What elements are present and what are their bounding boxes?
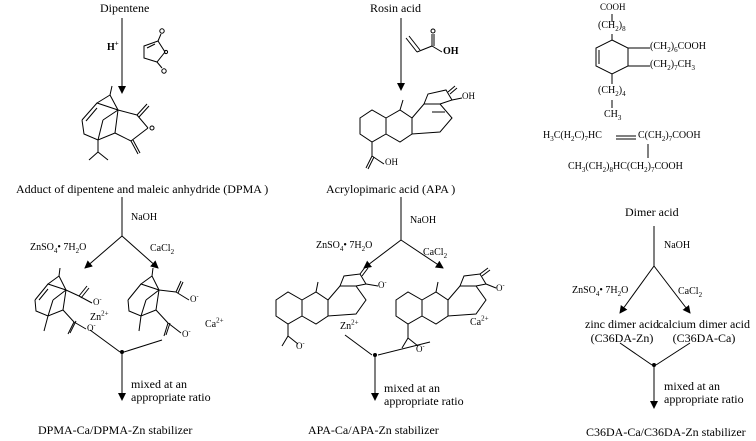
chain-d-ch3-label: CH3 [604, 109, 622, 122]
apa-oh-label-bottom: OH [385, 157, 398, 167]
ca-ion-label-2: Ca2+ [470, 314, 489, 328]
apa-oh-label-top: OH [462, 91, 475, 101]
rosin-acid-label: Rosin acid [370, 1, 421, 15]
h-plus-catalyst-label: H+ [107, 39, 119, 53]
merge-dot-1 [120, 350, 124, 354]
chain-b-label: (CH2)6COOH [650, 41, 706, 54]
merge-dot-3 [652, 363, 656, 367]
cacl2-label-3: CaCl2 [678, 286, 703, 299]
mix-label-1a: mixed at an [131, 377, 187, 391]
dpma-zn-salt-icon [34, 267, 93, 335]
merge-line-ca-3 [655, 342, 691, 366]
chain-a-label: (CH2)8 [598, 20, 626, 33]
merge-line-ca-1 [123, 339, 163, 353]
naoh-label-3: NaOH [664, 240, 691, 251]
dimer-acid-label: Dimer acid [625, 205, 679, 219]
dpma-product-label: DPMA-Ca/DPMA-Zn stabilizer [38, 423, 193, 437]
linear-left-label: H3C(H2C)7HC [543, 130, 602, 143]
apa-structure-icon [359, 85, 463, 170]
dipentene-label: Dipentene [100, 1, 150, 15]
merge-line-ca-2 [377, 341, 431, 356]
cacl2-label-2: CaCl2 [423, 247, 448, 260]
carboxylate-o-label-1c: O- [190, 293, 199, 304]
calcium-dimer-acid-label-1: calcium dimer acid [658, 317, 750, 331]
naoh-label-2: NaOH [410, 215, 437, 226]
arrow-to-zn-salt-2 [363, 239, 402, 269]
naoh-label-1: NaOH [131, 212, 158, 223]
ca-ion-label-1: Ca2+ [205, 316, 224, 330]
apa-o-label-2b: O- [296, 340, 305, 351]
merge-dot-2 [373, 353, 377, 357]
apa-o-label-2c: O- [496, 282, 505, 293]
merge-line-zn-3 [619, 342, 653, 366]
maleic-anhydride-icon [143, 28, 169, 74]
merge-line-zn-2 [344, 334, 373, 356]
dpma-structure-icon [81, 85, 155, 161]
dpma-intermediate-label: Adduct of dipentene and maleic anhydride… [16, 182, 269, 196]
mix-label-3a: mixed at an [664, 379, 720, 393]
carboxylate-o-label-1a: O- [93, 296, 102, 307]
mix-label-2b: appropriate ratio [384, 394, 464, 408]
chain-d-label: (CH2)4 [598, 85, 626, 98]
arrow-to-ca-salt-2 [400, 239, 444, 269]
apa-o-label-2d: O- [416, 343, 425, 354]
mix-label-3b: appropriate ratio [664, 392, 744, 406]
arrow-to-ca-salt-1 [121, 235, 159, 269]
zinc-dimer-acid-label-1: zinc dimer acid [585, 317, 659, 331]
znso4-label-3: ZnSO4• 7H2O [572, 285, 629, 298]
chain-c-label: (CH2)7CH3 [650, 59, 695, 72]
linear-bottom-label: CH3(CH2)8HC(CH2)7COOH [568, 161, 683, 174]
zinc-dimer-acid-label-2: (C36DA-Zn) [590, 331, 654, 345]
zn-ion-label-2: Zn2+ [340, 318, 359, 332]
dpma-ca-salt-icon [127, 267, 190, 337]
arrow-to-zn-salt-3 [619, 265, 655, 314]
c36da-product-label: C36DA-Ca/C36DA-Zn stabilizer [586, 425, 746, 439]
arrow-to-zn-salt-1 [84, 235, 123, 269]
zn-ion-label-1: Zn2+ [90, 309, 109, 323]
cooh-top-label: COOH [600, 2, 626, 12]
apa-ca-salt-icon [395, 267, 497, 349]
merge-line-zn-1 [89, 329, 121, 353]
carboxylate-o-label-1b: O- [87, 322, 96, 333]
mix-label-1b: appropriate ratio [131, 390, 211, 404]
apa-product-label: APA-Ca/APA-Zn stabilizer [308, 423, 439, 437]
apa-zn-salt-icon [275, 265, 379, 347]
dimer-acid-cyclic-icon [595, 14, 650, 108]
znso4-label-1: ZnSO4• 7H2O [30, 242, 87, 255]
linear-right-label: C(CH2)7COOH [638, 130, 701, 143]
apa-intermediate-label: Acrylopimaric acid (APA ) [326, 182, 456, 196]
mix-label-2a: mixed at an [384, 381, 440, 395]
acrylic-oh-label: OH [443, 46, 459, 57]
calcium-dimer-acid-label-2: (C36DA-Ca) [672, 331, 736, 345]
carboxylate-o-label-1d: O- [182, 328, 191, 339]
arrow-to-ca-salt-3 [653, 265, 691, 314]
apa-o-label-2a: O- [378, 279, 387, 290]
znso4-label-2: ZnSO4• 7H2O [316, 240, 373, 253]
cacl2-label-1: CaCl2 [150, 243, 175, 256]
acrylic-acid-icon [405, 28, 443, 53]
